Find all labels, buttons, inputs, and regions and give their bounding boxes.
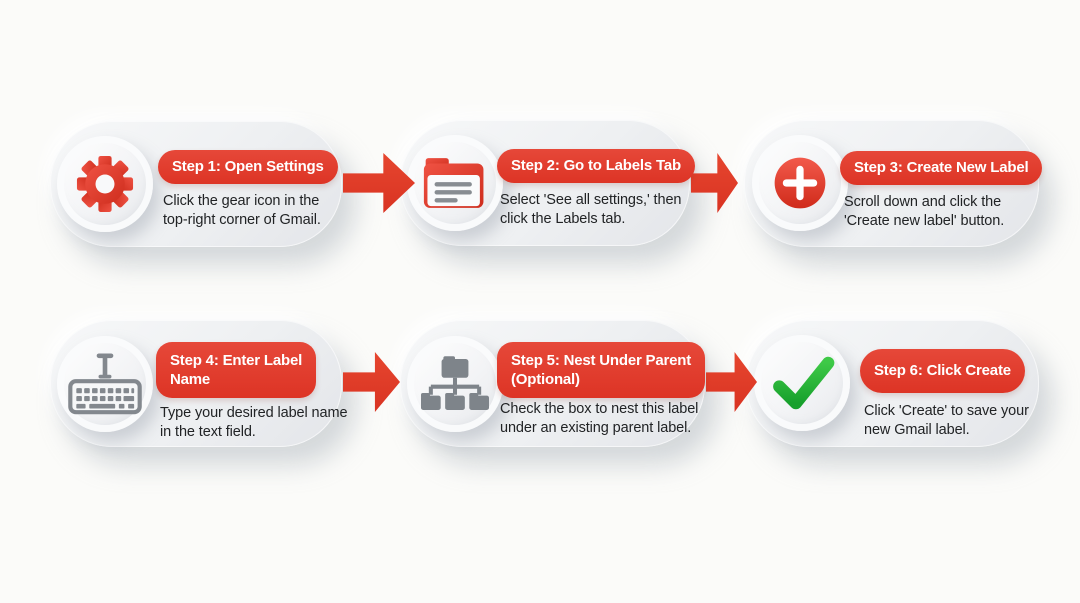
- step-4-description: Type your desired label name in the text…: [160, 405, 348, 440]
- step-2-icon-badge: [407, 135, 503, 231]
- step-3-description: Scroll down and click the 'Create new la…: [844, 194, 1005, 229]
- step-2-description: Select 'See all settings,' then click th…: [500, 192, 682, 227]
- step-1-icon-badge: [57, 136, 153, 232]
- step-2-title: Step 2: Go to Labels Tab: [497, 149, 695, 183]
- keyboard-cursor-icon: [68, 353, 142, 415]
- step-card-2: [400, 120, 690, 246]
- step-1-description: Click the gear icon in the top-right cor…: [163, 193, 321, 228]
- step-3-icon-badge: [752, 135, 848, 231]
- step-card-1: [50, 121, 342, 247]
- step-6-icon-badge: [754, 335, 850, 431]
- step-5-title: Step 5: Nest Under Parent (Optional): [497, 342, 706, 398]
- step-1-title: Step 1: Open Settings: [158, 150, 338, 184]
- folder-documents-icon: [423, 158, 484, 208]
- folder-hierarchy-icon: [421, 356, 489, 410]
- step-4-icon-badge: [57, 336, 153, 432]
- plus-circle-icon: [774, 157, 826, 209]
- flow-arrow-2: [691, 153, 738, 213]
- step-6-description: Click 'Create' to save your new Gmail la…: [864, 403, 1029, 438]
- step-5-icon-badge: [407, 336, 503, 432]
- step-5-description: Check the box to nest this label under a…: [500, 401, 699, 436]
- gear-icon: [76, 155, 134, 213]
- step-6-title: Step 6: Click Create: [860, 349, 1025, 393]
- flow-arrow-3: [343, 352, 400, 412]
- step-4-title: Step 4: Enter Label Name: [156, 342, 317, 398]
- step-3-title: Step 3: Create New Label: [840, 151, 1043, 185]
- checkmark-icon: [773, 356, 835, 410]
